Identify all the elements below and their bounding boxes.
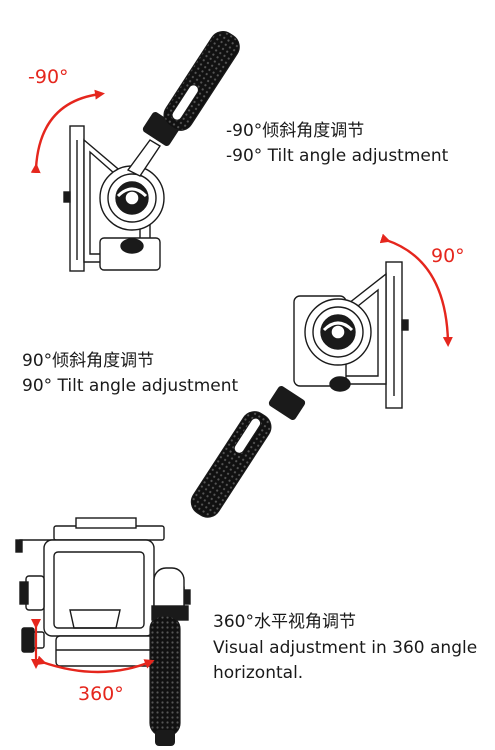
pan-head-360-drawing <box>15 517 191 667</box>
rotation-arrow-90 <box>379 233 453 347</box>
angle-label-minus90: -90° <box>28 66 69 88</box>
rotation-arrow-360 <box>35 655 155 674</box>
tilt-head-minus90-drawing <box>63 112 180 272</box>
angle-label-90: 90° <box>431 245 465 267</box>
handle-grip-360 <box>149 615 181 746</box>
caption-en-90: 90° Tilt angle adjustment <box>22 376 239 396</box>
rotation-arrow-minus90 <box>30 89 105 174</box>
handle-grip-90 <box>190 411 272 518</box>
caption-en-360-line1: Visual adjustment in 360 angle <box>213 638 478 658</box>
angle-label-360: 360° <box>78 683 124 705</box>
tilt-head-90-drawing <box>268 261 409 420</box>
caption-en-minus90: -90° Tilt angle adjustment <box>226 146 449 166</box>
caption-zh-90: 90°倾斜角度调节 <box>22 351 155 371</box>
caption-zh-minus90: -90°倾斜角度调节 <box>226 121 365 141</box>
handle-grip-minus90 <box>163 31 240 131</box>
caption-en-360-line2: horizontal. <box>213 663 304 683</box>
caption-zh-360: 360°水平视角调节 <box>213 612 356 632</box>
